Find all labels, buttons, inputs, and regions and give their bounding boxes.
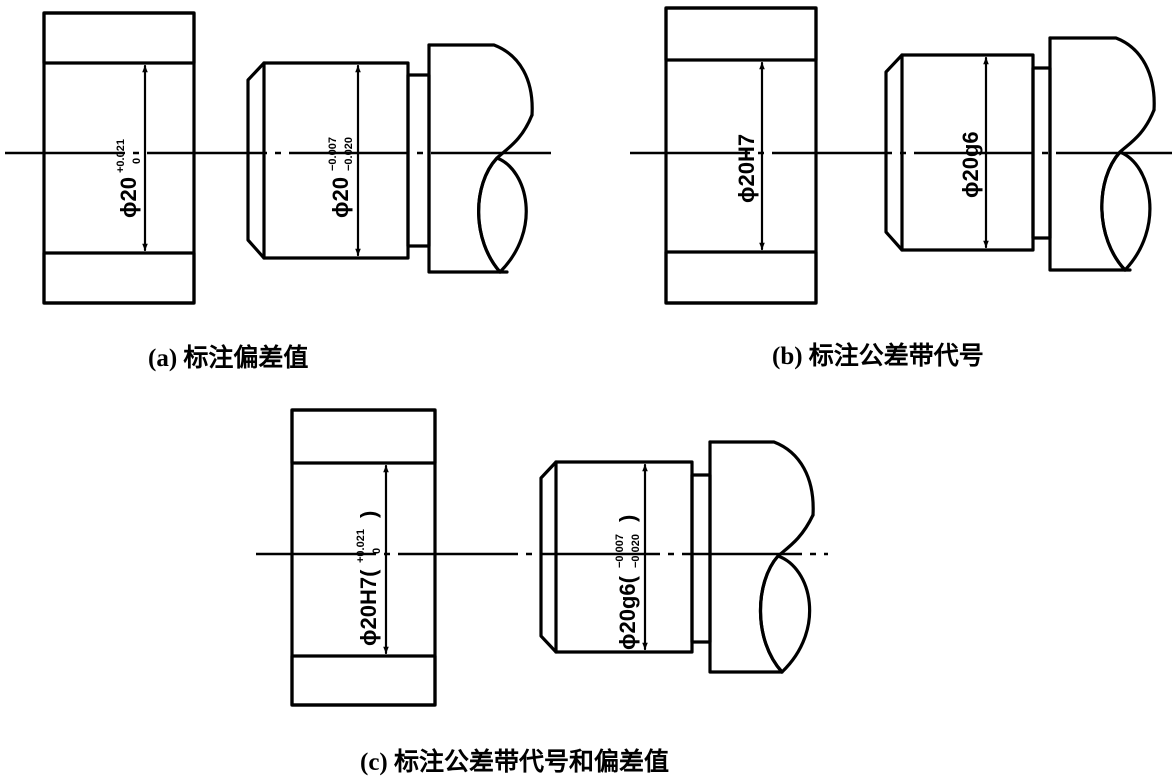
tolerance-code: ϕ20H7( (356, 569, 381, 646)
hatched-section (42, 11, 196, 65)
dimension-base: ϕ20 (116, 177, 141, 218)
shaft-part: ϕ20g6 (884, 36, 1156, 272)
tolerance-code: ϕ20H7 (734, 134, 759, 203)
hole-part: ϕ20 +0.021 0 (42, 11, 196, 305)
lower-deviation: 0 (371, 548, 383, 554)
hatched-section (42, 251, 196, 305)
lower-deviation: −0.020 (630, 534, 642, 568)
tolerance-code: ϕ20g6 (958, 131, 983, 198)
dimension-b-hole: ϕ20H7 (734, 134, 759, 203)
caption-b: (b) 标注公差带代号 (772, 341, 984, 370)
figure-b: ϕ20H7 ϕ20g6 (b) 标注公差带代号 (630, 6, 1172, 370)
hatched-section (664, 250, 818, 305)
hatched-section (290, 654, 437, 707)
hole-part: ϕ20H7 (664, 6, 818, 305)
upper-deviation: +0.021 (115, 139, 127, 173)
dimension-b-shaft: ϕ20g6 (958, 131, 983, 198)
dimension-c-shaft: ϕ20g6( −0.007 −0.020 ) (614, 515, 642, 650)
hatched-section (477, 156, 528, 274)
lower-deviation: 0 (131, 158, 143, 164)
hatched-section (758, 554, 812, 674)
upper-deviation: +0.021 (355, 529, 367, 563)
dimension-a-hole: ϕ20 +0.021 0 (115, 139, 143, 218)
hatched-section (290, 408, 437, 465)
bracket-close: ) (356, 511, 381, 518)
figure-a: ϕ20 +0.021 0 ϕ20 −0.007 −0.020 (a) 标注偏差值 (5, 11, 555, 372)
shaft-part: ϕ20 −0.007 −0.020 (246, 43, 534, 274)
shaft-part: ϕ20g6( −0.007 −0.020 ) (539, 440, 815, 674)
tolerance-code: ϕ20g6( (615, 575, 640, 650)
hatched-section (1100, 150, 1152, 272)
hole-part: ϕ20H7( +0.021 0 ) (290, 408, 437, 707)
hatched-section (664, 6, 818, 62)
dimension-base: ϕ20 (328, 177, 353, 218)
dimension-c-hole: ϕ20H7( +0.021 0 ) (355, 511, 383, 646)
dimension-a-shaft: ϕ20 −0.007 −0.020 (327, 137, 355, 218)
lower-deviation: −0.020 (343, 137, 355, 171)
bracket-close: ) (615, 515, 640, 522)
upper-deviation: −0.007 (327, 137, 339, 171)
caption-a: (a) 标注偏差值 (148, 343, 308, 372)
figure-c: ϕ20H7( +0.021 0 ) ϕ20g6( −0.007 −0.020 )… (256, 408, 828, 776)
upper-deviation: −0.007 (614, 534, 626, 568)
caption-c: (c) 标注公差带代号和偏差值 (360, 747, 669, 776)
